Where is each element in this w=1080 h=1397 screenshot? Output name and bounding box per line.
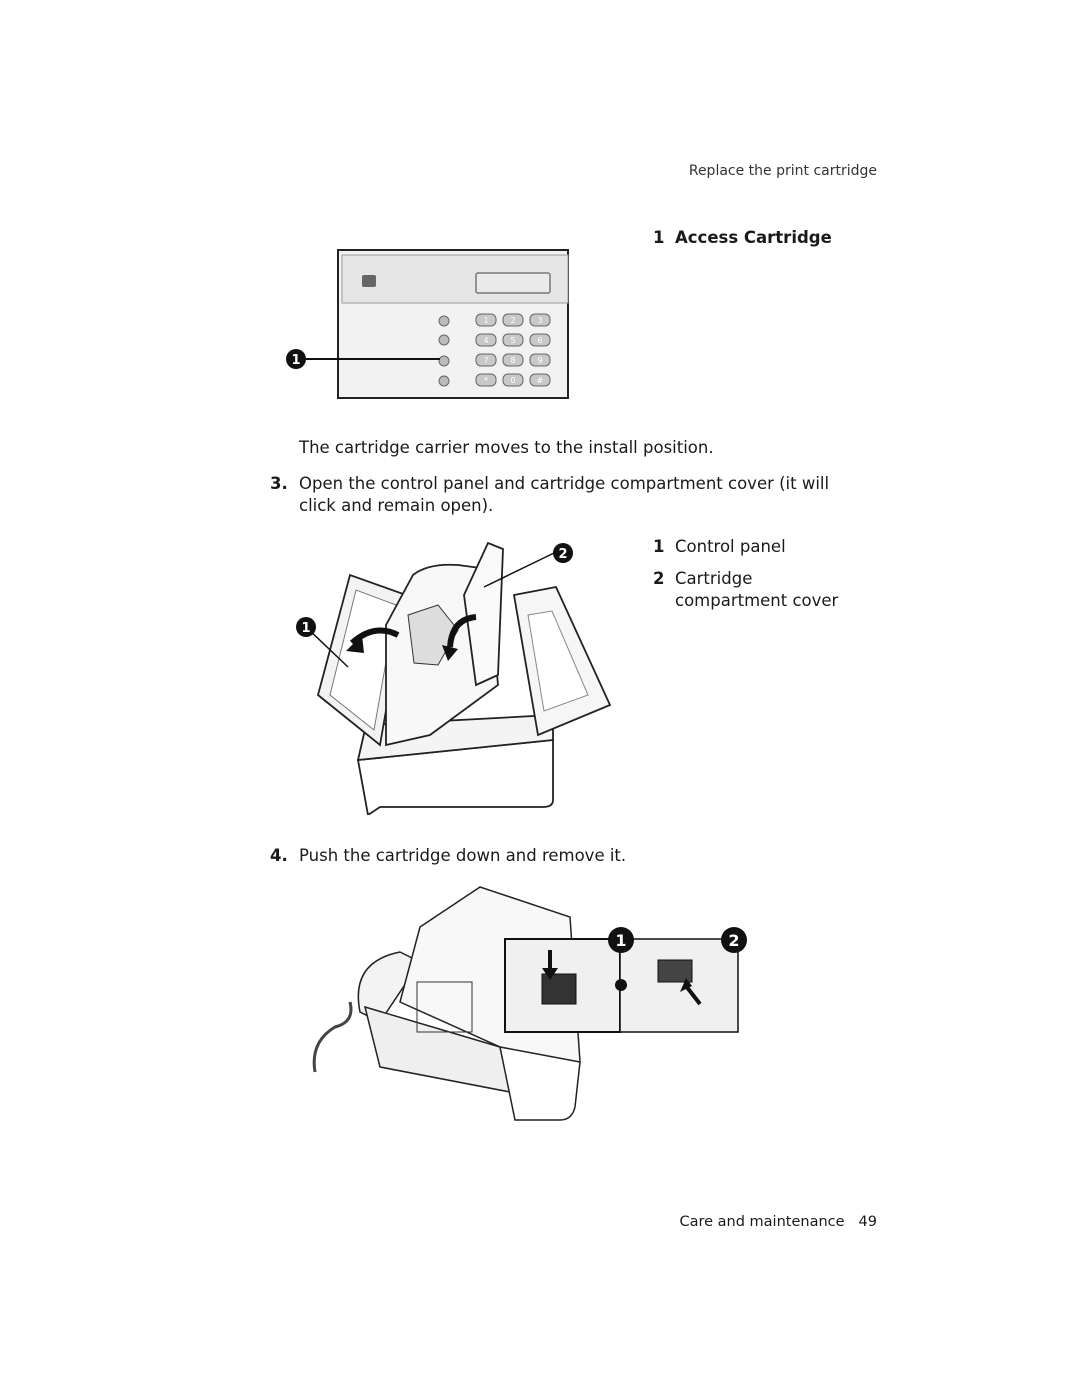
step-3-number: 3.	[270, 474, 288, 493]
svg-text:3: 3	[537, 316, 542, 325]
svg-text:9: 9	[537, 356, 542, 365]
svg-text:5: 5	[510, 336, 515, 345]
svg-text:1: 1	[301, 621, 310, 636]
svg-text:*: *	[484, 376, 488, 385]
keypad	[475, 313, 551, 387]
handset	[357, 951, 422, 1023]
svg-text:7: 7	[483, 356, 488, 365]
footer-chapter: Care and maintenance	[679, 1214, 845, 1230]
callout-access-cartridge: 1 Access Cartridge	[653, 228, 832, 247]
svg-text:2: 2	[510, 316, 515, 325]
callout-marker-1	[286, 349, 306, 369]
callout-marker-1	[296, 617, 316, 637]
svg-text:4: 4	[483, 336, 488, 345]
svg-text:6: 6	[537, 336, 542, 345]
step-3-text: Open the control panel and cartridge com…	[299, 474, 830, 515]
page-number: 49	[858, 1214, 877, 1230]
callout-number: 1	[653, 228, 665, 247]
legend-number: 1	[653, 537, 665, 556]
legend-item-2: 2 Cartridge compartment cover	[653, 568, 855, 612]
legend-item-1: 1 Control panel	[653, 536, 855, 558]
svg-text:#: #	[537, 376, 544, 385]
callout-label: Access Cartridge	[675, 228, 832, 247]
running-header: Replace the print cartridge	[688, 163, 877, 179]
inset-panel-2	[619, 938, 739, 1033]
callout-marker-2	[553, 543, 573, 563]
lcd-display	[475, 272, 551, 294]
side-buttons	[438, 315, 450, 387]
open-fax-illustration: 1 2	[296, 541, 612, 815]
legend-number: 2	[653, 569, 665, 588]
phone-cord	[312, 1001, 353, 1073]
svg-text:2: 2	[728, 931, 739, 950]
page-footer: Care and maintenance 49	[600, 1214, 877, 1230]
svg-text:8: 8	[510, 356, 515, 365]
svg-text:1: 1	[615, 931, 626, 950]
callout-marker-2	[721, 927, 747, 953]
step-3: 3. Open the control panel and cartridge …	[270, 473, 870, 517]
leader-line-2	[483, 552, 555, 588]
remove-cartridge-illustration: 1 2	[312, 886, 747, 1121]
step-4: 4. Push the cartridge down and remove it…	[270, 845, 870, 867]
svg-text:0: 0	[510, 376, 515, 385]
svg-text:2: 2	[558, 547, 567, 562]
carrier-moves-text: The cartridge carrier moves to the insta…	[299, 438, 714, 457]
svg-text:1: 1	[291, 353, 300, 368]
svg-text:1: 1	[483, 316, 488, 325]
legend-label: Control panel	[675, 537, 786, 556]
legend-label: Cartridge compartment cover	[675, 569, 839, 610]
step-4-text: Push the cartridge down and remove it.	[299, 846, 627, 865]
control-panel-illustration: 1 2 3 4 5 6 7 8 9 * 0 # 1	[286, 249, 569, 399]
step-4-number: 4.	[270, 846, 288, 865]
hp-logo-icon	[362, 275, 376, 287]
callout-marker-1	[608, 927, 634, 953]
